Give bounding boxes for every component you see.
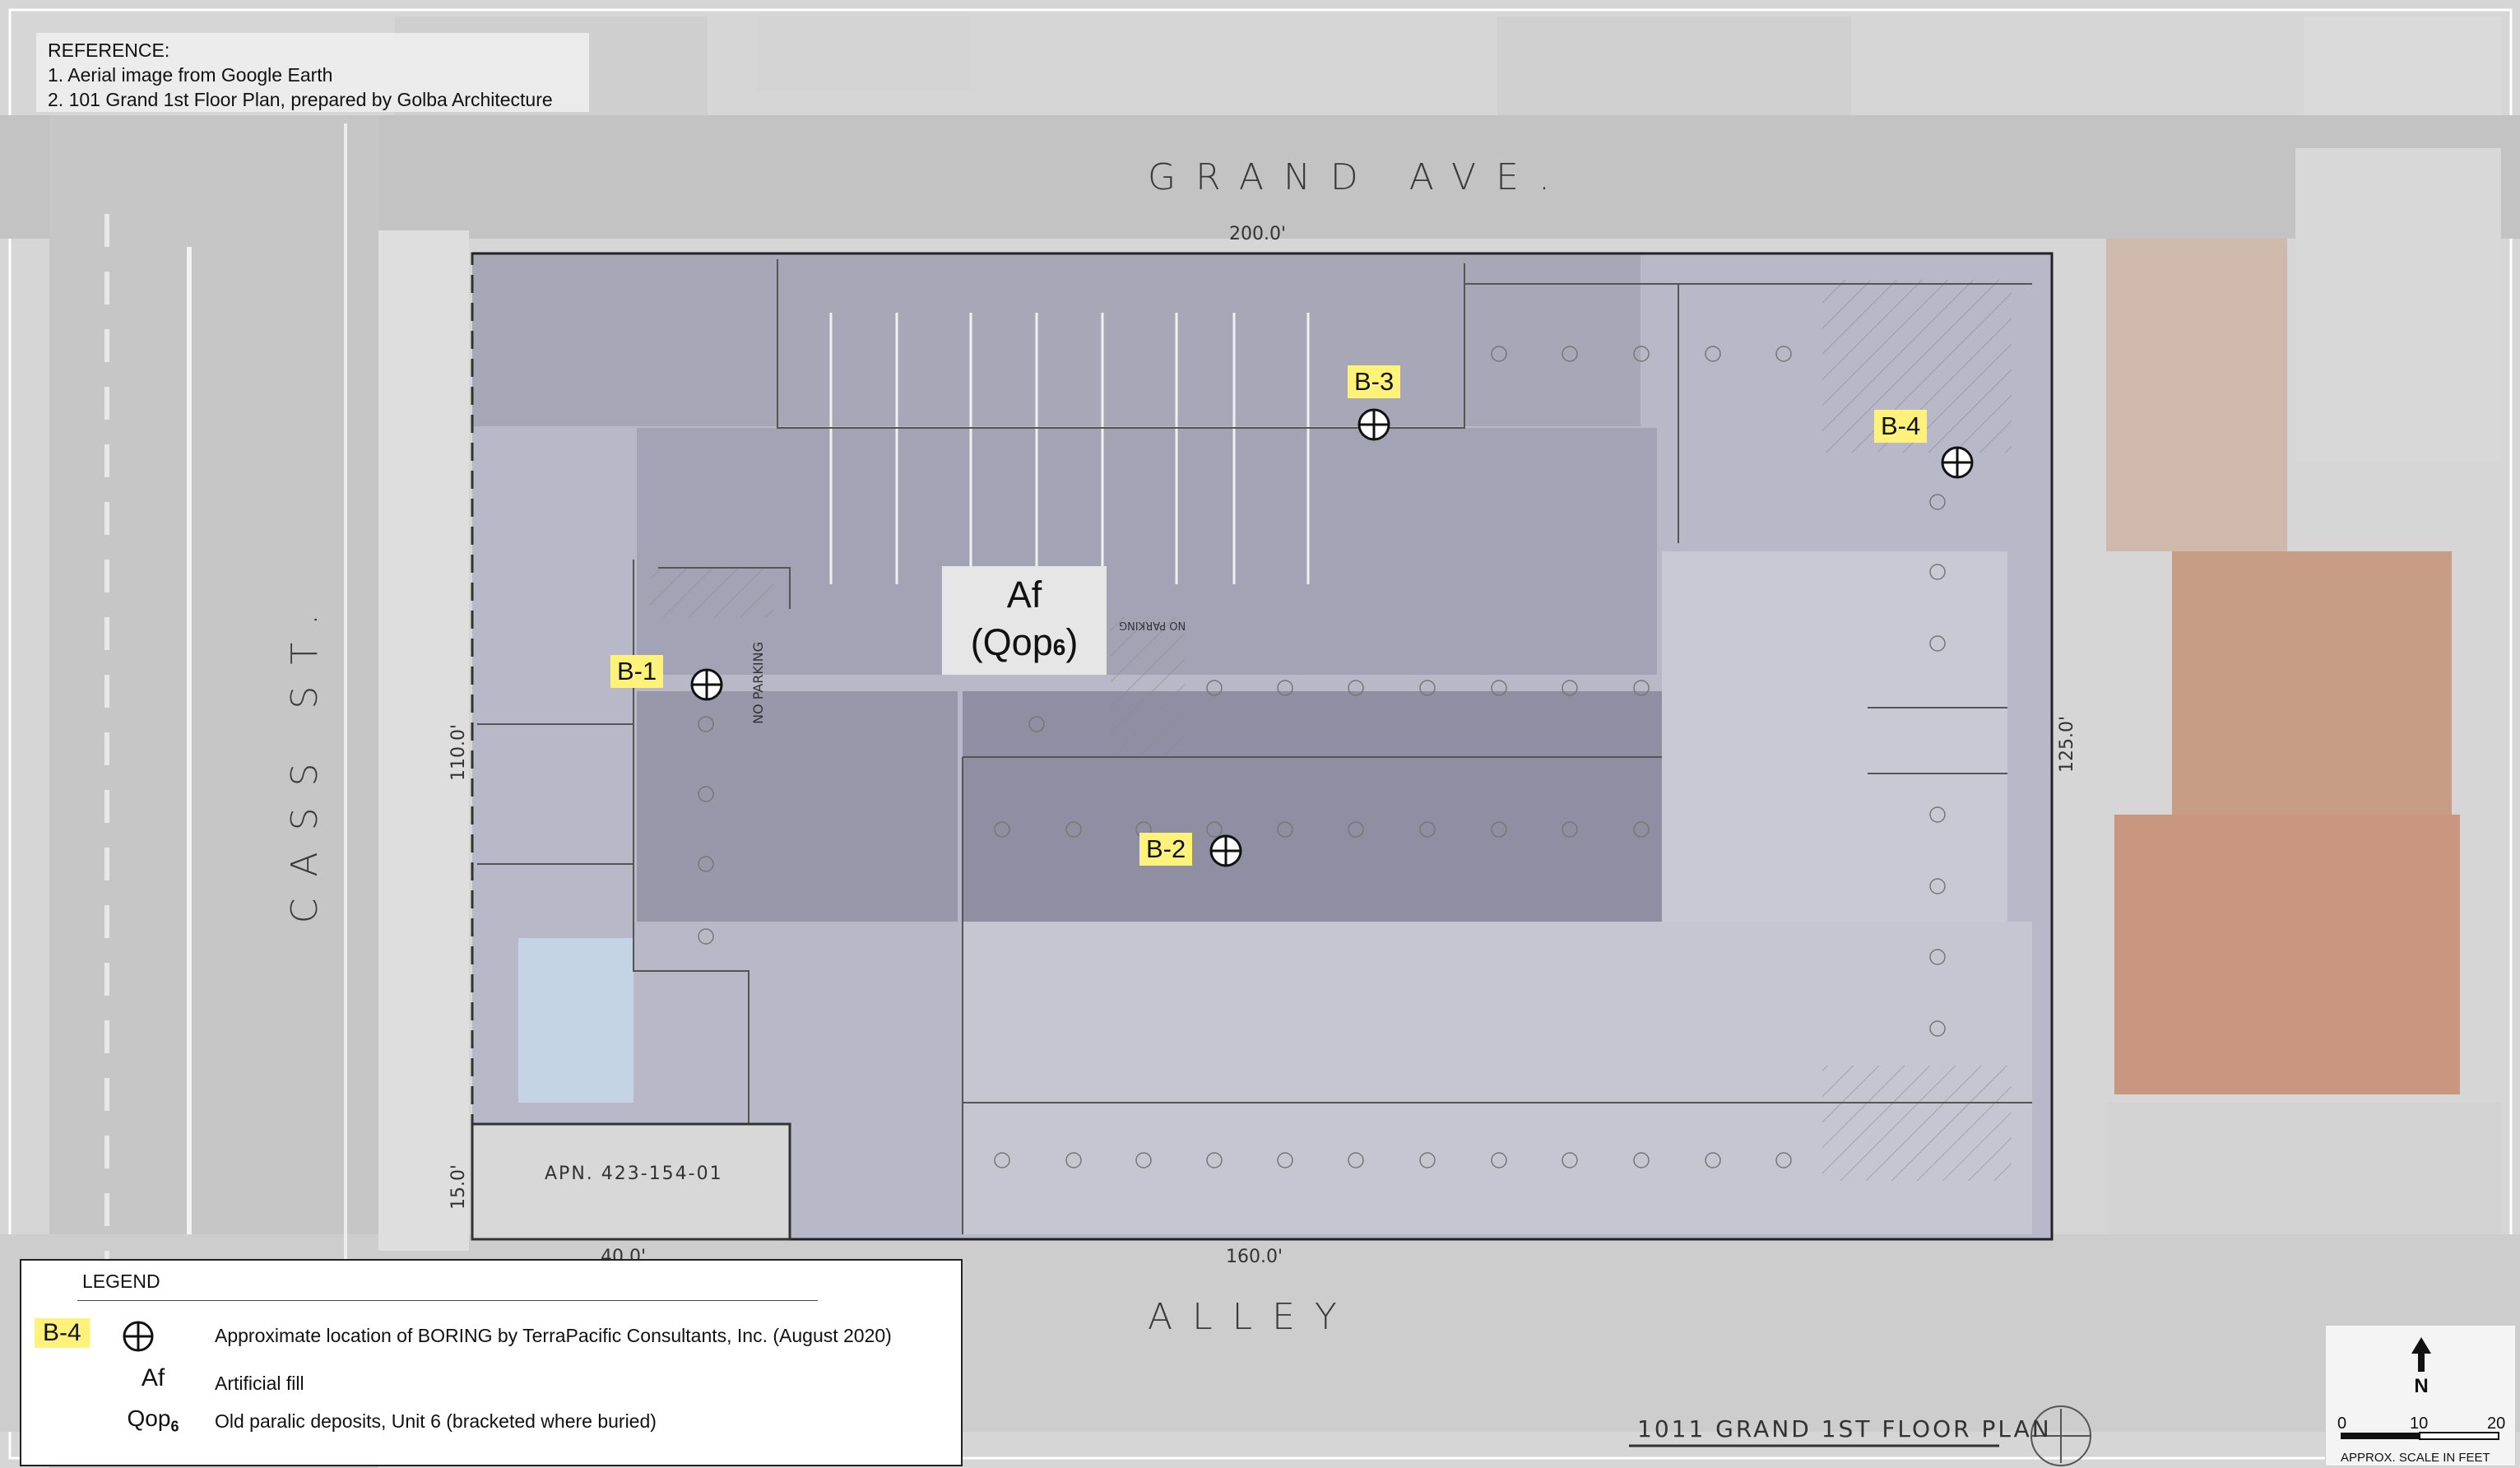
east-yard [2295,148,2501,461]
scale-caption: APPROX. SCALE IN FEET [2341,1451,2490,1465]
boring-markers [690,408,1974,867]
apn-label: APN. 423-154-01 [545,1164,723,1184]
scale-tick-10: 10 [2410,1415,2429,1433]
legend-qop-desc: Old paralic deposits, Unit 6 (bracketed … [215,1410,657,1432]
boring-marker-b2 [1209,834,1242,867]
street-label-alley: ALLEY [1148,1296,1357,1338]
legend-boring-desc: Approximate location of BORING by TerraP… [215,1325,892,1346]
dimension-right: 125.0' [2057,716,2077,773]
geologic-unit-af: Af [1006,574,1042,616]
reference-heading: REFERENCE: [48,39,170,61]
sidewalk [378,230,469,1251]
reference-note: REFERENCE: 1. Aerial image from Google E… [36,33,589,112]
hatch-se [1822,1066,2012,1181]
north-building-4 [2304,16,2501,115]
dimension-bottom: 160.0' [1226,1247,1283,1267]
legend-qop-symbol: Qop6 [54,1405,252,1436]
north-label: N [2414,1375,2429,1397]
lower-parking-band [963,691,1670,922]
map-frame [8,8,2513,1460]
geologic-unit-qop: (Qop6) [942,619,1107,671]
geologic-unit-label: Af (Qop6) [942,566,1107,675]
plan-title: 1011 GRAND 1ST FLOOR PLAN [1637,1415,2052,1442]
parking-stalls-north [829,313,1310,584]
legend-boring-chip: B-4 [35,1318,90,1348]
scale-tick-20: 20 [2487,1415,2506,1433]
dimension-top: 200.0' [1229,224,1287,244]
pool-area [518,938,633,1103]
east-roof-3 [2114,815,2460,1094]
hatch-center [1111,617,1185,757]
boring-label-b2: B-2 [1139,833,1193,866]
plan-north-arrow-icon [2030,1405,2091,1466]
hatch-nw [650,568,773,617]
apn-parcel [471,1122,791,1241]
boring-label-b4: B-4 [1874,410,1928,443]
boring-marker-b4 [1941,446,1974,479]
dimension-left-upper: 110.0' [448,724,469,782]
legend-af-desc: Artificial fill [215,1373,304,1394]
legend-row-af: Af Artificial fill [21,1364,959,1401]
east-roof-2 [2172,551,2452,815]
dimension-left-lower: 15.0' [448,1164,469,1210]
north-parking-band [472,253,1641,426]
scale-tick-0: 0 [2337,1415,2347,1433]
legend-qop-sub: 6 [170,1418,179,1435]
building-outline [472,252,2054,1241]
roof-area-east [1662,551,2007,946]
legend-row-boring: B-4 Approximate location of BORING by Te… [21,1318,959,1354]
legend-title: LEGEND [82,1271,160,1292]
east-lot [2106,1103,2501,1234]
street-label-grand-ave: GRAND AVE. [1148,156,1570,198]
street-label-cass-st: CASS ST. [284,592,326,924]
geologic-unit-qop-close: ) [1065,621,1079,663]
legend-boring-symbol-icon [123,1321,154,1352]
scale-bar [2341,1432,2499,1440]
grand-ave-road [0,115,2520,239]
legend-qop-text: Qop [127,1405,171,1431]
reference-line-1: 1. Aerial image from Google Earth [48,64,333,86]
boring-marker-b3 [1357,408,1390,441]
legend-af-symbol: Af [141,1364,165,1391]
north-arrow-icon [2341,1337,2499,1440]
east-roof-1 [2106,239,2287,551]
boring-marker-b1 [690,668,723,701]
no-parking-label-1: NO PARKING [750,642,766,724]
boring-label-b1: B-1 [610,655,664,688]
legend-panel: LEGEND B-4 Approximate location of BORIN… [20,1259,963,1466]
scale-north-panel: N 0 10 20 APPROX. SCALE IN FEET [2325,1325,2516,1466]
north-building-3 [1497,16,1851,115]
legend-divider [77,1300,818,1301]
west-parking-band [637,691,958,922]
reference-line-2: 2. 101 Grand 1st Floor Plan, prepared by… [48,89,553,110]
boring-label-b3: B-3 [1348,365,1401,398]
geologic-unit-qop-text: (Qop [970,621,1053,663]
geologic-unit-qop-sub: 6 [1052,634,1066,660]
north-building-2 [757,16,971,91]
legend-row-qop: Qop6 Old paralic deposits, Unit 6 (brack… [21,1405,959,1442]
no-parking-label-2: NO PARKING [1119,619,1186,631]
